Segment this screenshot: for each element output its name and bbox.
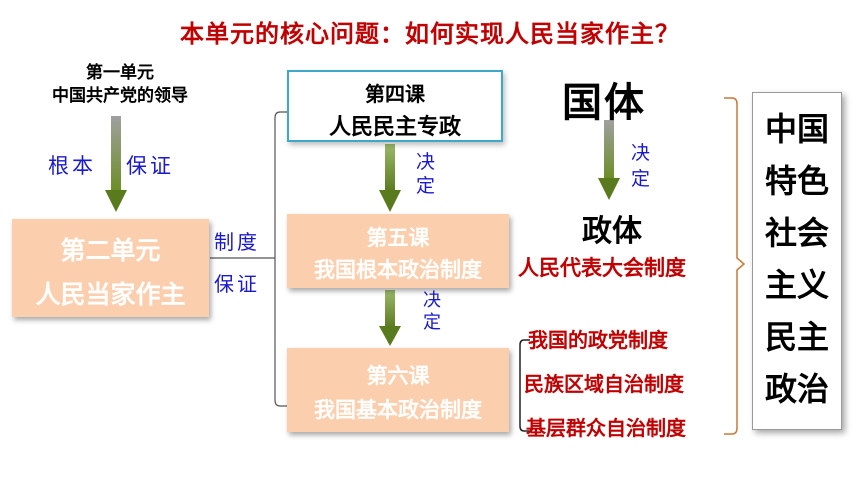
- lesson6-line1: 第六课: [366, 364, 430, 388]
- conclusion-text: 中国 特色 社会 主义 民主 政治: [753, 103, 841, 415]
- arrow-lesson4-to-lesson5: [379, 144, 401, 212]
- jueding-2: 决 定: [423, 290, 441, 334]
- lessons-bracket: [274, 111, 290, 407]
- side-label-baozheng: 保证: [214, 272, 260, 296]
- conclusion-box: 中国 特色 社会 主义 民主 政治: [752, 92, 842, 430]
- arrow-unit1-to-unit2: [105, 116, 127, 212]
- conclusion-char-2: 特色: [764, 162, 829, 200]
- unit1-line2: 中国共产党的领导: [52, 86, 188, 106]
- label-baozheng: 保证: [126, 154, 174, 178]
- unit1-label: 第一单元 中国共产党的领导: [20, 62, 220, 108]
- lesson4-line2: 人民民主专政: [328, 115, 461, 140]
- lesson4-box: 第四课 人民民主专政: [287, 70, 503, 142]
- page-title: 本单元的核心问题：如何实现人民当家作主？: [180, 20, 680, 48]
- unit1-line1: 第一单元: [86, 63, 154, 83]
- conclusion-char-3: 社会: [764, 214, 829, 252]
- lesson5-line1: 第五课: [366, 226, 430, 250]
- grassroots-autonomy-label: 基层群众自治制度: [526, 416, 686, 440]
- conclusion-bracket: [724, 97, 746, 435]
- npc-system-label: 人民代表大会制度: [518, 256, 686, 280]
- conclusion-char-5: 民主: [764, 318, 829, 356]
- jueding-3-char1: 决: [631, 142, 651, 164]
- unit2-line1: 第二单元: [60, 236, 161, 265]
- lesson5-box: 第五课 我国根本政治制度: [287, 214, 509, 288]
- lesson5-line2: 我国根本政治制度: [314, 258, 482, 282]
- conclusion-char-6: 政治: [764, 370, 829, 408]
- regional-autonomy-label: 民族区域自治制度: [524, 372, 684, 396]
- jueding-1: 决 定: [416, 150, 435, 198]
- jueding-3: 决 定: [631, 140, 650, 192]
- conclusion-char-4: 主义: [764, 266, 829, 304]
- conclusion-char-1: 中国: [764, 110, 829, 148]
- lesson6-box: 第六课 我国基本政治制度: [287, 348, 509, 432]
- jueding-1-char2: 定: [416, 175, 436, 197]
- arrow-lesson5-to-lesson6: [379, 290, 401, 346]
- jueding-2-char1: 决: [423, 290, 441, 311]
- party-system-label: 我国的政党制度: [528, 328, 668, 352]
- guoti-label: 国体: [562, 80, 646, 126]
- jueding-1-char1: 决: [416, 151, 436, 173]
- unit2-box: 第二单元 人民当家作主: [12, 219, 209, 317]
- label-genben: 根本: [48, 154, 96, 178]
- side-label-zhidu: 制度: [214, 230, 260, 254]
- lesson6-line2: 我国基本政治制度: [314, 398, 482, 422]
- jueding-3-char2: 定: [631, 168, 651, 190]
- unit2-line2: 人民当家作主: [35, 280, 186, 309]
- lesson4-line1: 第四课: [365, 82, 425, 106]
- jueding-2-char2: 定: [423, 312, 441, 333]
- arrow-guoti-to-zhengti: [598, 120, 620, 200]
- basic-systems-bracket: [519, 339, 530, 432]
- zhengti-label: 政体: [582, 214, 642, 249]
